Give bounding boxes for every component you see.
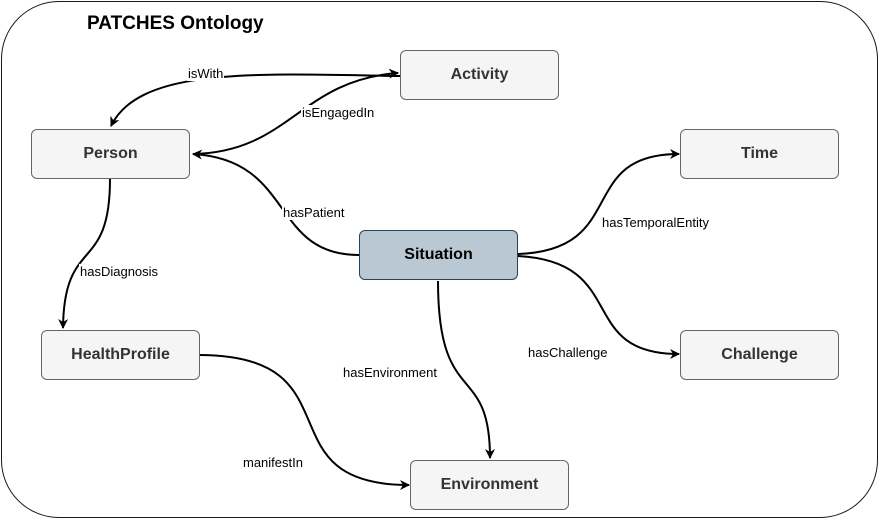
edge-label-manifestin: manifestIn xyxy=(242,455,304,470)
node-healthprofile[interactable]: HealthProfile xyxy=(41,330,200,380)
edge-haspatient xyxy=(192,149,360,256)
edge-haschallenge xyxy=(517,255,680,359)
edge-label-hasenvironment: hasEnvironment xyxy=(342,365,438,380)
diagram-title: PATCHES Ontology xyxy=(87,13,264,34)
edge-manifestin xyxy=(198,354,410,490)
edge-label-iswith: isWith xyxy=(187,66,225,81)
edge-hastemporalentity xyxy=(517,149,680,255)
node-time[interactable]: Time xyxy=(680,129,839,179)
edge-label-hastemporalentity: hasTemporalEntity xyxy=(601,215,710,230)
edge-label-hasdiagnosis: hasDiagnosis xyxy=(79,264,160,279)
edge-hasdiagnosis xyxy=(58,178,111,329)
edge-label-haspatient: hasPatient xyxy=(282,205,346,220)
node-environment[interactable]: Environment xyxy=(410,460,569,510)
node-challenge[interactable]: Challenge xyxy=(680,330,839,380)
node-situation[interactable]: Situation xyxy=(359,230,518,280)
node-activity[interactable]: Activity xyxy=(400,50,559,100)
edge-label-haschallenge: hasChallenge xyxy=(527,345,609,360)
edge-label-isengagedin: isEngagedIn xyxy=(301,105,376,120)
edge-isengagedin xyxy=(192,68,399,155)
edge-hasenvironment xyxy=(437,280,495,459)
node-person[interactable]: Person xyxy=(31,129,190,179)
